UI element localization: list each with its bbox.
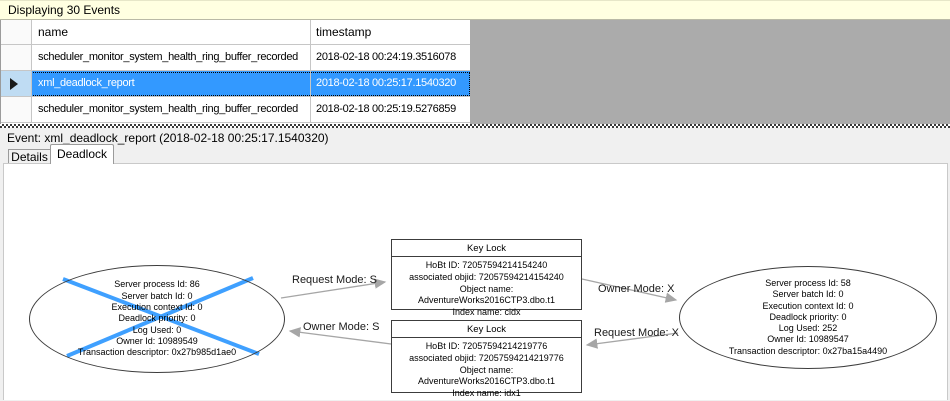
process-detail: Execution context Id: 0 xyxy=(762,300,854,311)
resource-node-keylock-bottom: Key Lock HoBt ID: 72057594214219776 asso… xyxy=(391,320,582,398)
edge-label-request-s: Request Mode: S xyxy=(292,274,377,286)
event-name-cell[interactable]: scheduler_monitor_system_health_ring_buf… xyxy=(32,97,311,123)
process-detail: Owner Id: 10989547 xyxy=(767,334,849,345)
table-row[interactable]: scheduler_monitor_system_health_ring_buf… xyxy=(1,97,471,123)
events-count-label: Displaying 30 Events xyxy=(8,3,121,17)
resource-detail: HoBt ID: 72057594214219776 xyxy=(425,341,548,351)
grid-corner-cell xyxy=(1,20,32,45)
grid-empty-area xyxy=(470,20,950,124)
resource-detail: HoBt ID: 72057594214154240 xyxy=(425,260,548,270)
current-row-arrow-icon xyxy=(10,78,18,90)
events-count-bar: Displaying 30 Events xyxy=(0,0,950,20)
process-detail: Transaction descriptor: 0x27ba15a4490 xyxy=(728,345,888,356)
resource-title: Key Lock xyxy=(392,240,581,257)
selected-event-label: Event: xml_deadlock_report (2018-02-18 0… xyxy=(7,131,329,145)
edge-label-owner-x: Owner Mode: X xyxy=(598,283,675,295)
event-timestamp-cell[interactable]: 2018-02-18 00:25:19.5276859 xyxy=(311,97,471,123)
table-row[interactable]: scheduler_monitor_system_health_ring_buf… xyxy=(1,45,471,71)
resource-detail: Index name: idx1 xyxy=(452,388,521,399)
process-detail: Server process Id: 86 xyxy=(114,279,200,290)
resource-detail: associated objid: 72057594214219776 xyxy=(409,352,564,363)
events-grid: name timestamp scheduler_monitor_system_… xyxy=(0,20,471,124)
event-timestamp-cell[interactable]: 2018-02-18 00:24:19.3516078 xyxy=(311,45,471,71)
resource-detail: Object name: AdventureWorks2016CTP3.dbo.… xyxy=(418,283,555,306)
edge-label-request-x: Request Mode: X xyxy=(594,327,679,339)
process-detail: Server batch Id: 0 xyxy=(121,290,193,301)
event-detail-strip: Event: xml_deadlock_report (2018-02-18 0… xyxy=(0,128,950,164)
process-detail: Deadlock priority: 0 xyxy=(769,311,847,322)
event-name-cell[interactable]: scheduler_monitor_system_health_ring_buf… xyxy=(32,45,311,71)
process-detail: Owner Id: 10989549 xyxy=(116,335,198,346)
event-timestamp-cell[interactable]: 2018-02-18 00:25:17.1540320 xyxy=(311,71,471,97)
edge-request-s xyxy=(280,278,387,299)
process-detail: Log Used: 252 xyxy=(778,323,838,334)
row-header[interactable] xyxy=(1,45,32,71)
process-node: Server process Id: 58 Server batch Id: 0… xyxy=(679,266,937,369)
edge-request-x xyxy=(585,332,679,349)
process-node-victim: Server process Id: 86 Server batch Id: 0… xyxy=(29,265,285,373)
table-row-selected[interactable]: xml_deadlock_report 2018-02-18 00:25:17.… xyxy=(1,71,471,97)
process-detail: Deadlock priority: 0 xyxy=(118,313,196,324)
process-detail: Execution context Id: 0 xyxy=(111,302,203,313)
splitter-handle[interactable] xyxy=(0,124,950,128)
column-header-timestamp[interactable]: timestamp xyxy=(311,20,471,45)
event-name-cell[interactable]: xml_deadlock_report xyxy=(32,71,311,97)
edge-owner-s xyxy=(288,327,392,345)
edge-label-owner-s: Owner Mode: S xyxy=(303,321,380,333)
process-detail: Transaction descriptor: 0x27b985d1ae0 xyxy=(77,347,237,358)
process-detail: Server batch Id: 0 xyxy=(772,289,844,300)
resource-detail: Object name: AdventureWorks2016CTP3.dbo.… xyxy=(418,364,555,387)
grid-header-row: name timestamp xyxy=(1,20,471,45)
process-detail: Server process Id: 58 xyxy=(765,277,851,288)
row-header[interactable] xyxy=(1,71,32,97)
tab-deadlock[interactable]: Deadlock xyxy=(50,144,114,164)
resource-detail: associated objid: 72057594214154240 xyxy=(409,271,564,282)
tab-details[interactable]: Details xyxy=(8,149,51,164)
deadlock-graph-panel: Server process Id: 86 Server batch Id: 0… xyxy=(3,163,948,400)
edge-owner-x xyxy=(581,278,678,303)
row-header[interactable] xyxy=(1,97,32,123)
resource-title: Key Lock xyxy=(392,321,581,338)
column-header-name[interactable]: name xyxy=(32,20,311,45)
resource-detail: Index name: cidx xyxy=(452,307,521,318)
resource-node-keylock-top: Key Lock HoBt ID: 72057594214154240 asso… xyxy=(391,239,582,317)
process-detail: Log Used: 0 xyxy=(132,324,182,335)
